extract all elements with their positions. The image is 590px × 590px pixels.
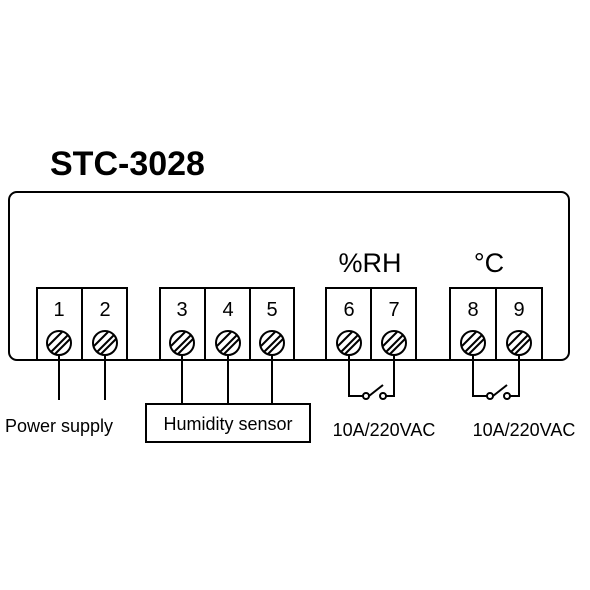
humidity-relay-switch-icon xyxy=(348,355,395,400)
terminal-number-9: 9 xyxy=(513,299,524,321)
humidity-relay-header: %RH xyxy=(338,248,401,278)
power-supply-label: Power supply xyxy=(5,416,113,436)
screw-icon xyxy=(506,330,532,356)
screw-icon xyxy=(460,330,486,356)
terminal-number-5: 5 xyxy=(266,299,277,321)
terminal-number-2: 2 xyxy=(99,299,110,321)
temperature-relay-rating: 10A/220VAC xyxy=(473,420,576,440)
model-title: STC-3028 xyxy=(50,145,205,183)
terminal-number-1: 1 xyxy=(53,299,64,321)
terminal-number-6: 6 xyxy=(343,299,354,321)
terminal-number-8: 8 xyxy=(467,299,478,321)
screw-icon xyxy=(215,330,241,356)
screw-icon xyxy=(169,330,195,356)
temperature-relay-header: °C xyxy=(474,248,504,278)
screw-icon xyxy=(259,330,285,356)
humidity-sensor-label: Humidity sensor xyxy=(163,414,292,434)
screw-icon xyxy=(46,330,72,356)
terminal-number-7: 7 xyxy=(388,299,399,321)
humidity-relay-rating: 10A/220VAC xyxy=(333,420,436,440)
humidity-sensor-box xyxy=(145,403,311,443)
temperature-relay-switch-icon xyxy=(472,355,520,400)
terminal-number-4: 4 xyxy=(222,299,233,321)
screw-icon xyxy=(336,330,362,356)
screw-icon xyxy=(92,330,118,356)
terminal-number-3: 3 xyxy=(176,299,187,321)
screw-icon xyxy=(381,330,407,356)
